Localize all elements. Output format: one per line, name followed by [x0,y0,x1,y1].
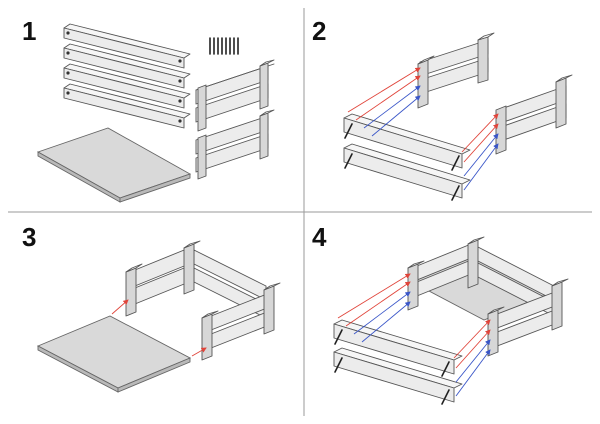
plank-2 [63,43,191,89]
step2-arrow-blue-3 [463,133,499,177]
step3-frame [125,240,281,361]
side-panel-upper [195,59,275,132]
screws-icon [209,37,239,55]
step4-arrow-red-1 [337,273,411,319]
step4-arrow-red-2 [345,281,411,327]
step2-arrow-red-2 [355,75,421,121]
step-2-assembly [343,32,573,201]
step-3-assembly [36,240,281,393]
step2-arrow-blue-1 [363,85,421,129]
step2-arrow-blue-4 [463,143,499,191]
step2-right-panel [495,74,573,155]
step4-arrow-red-4 [455,329,491,369]
step-1-number: 1 [22,16,37,46]
step3-arrow-red-2 [191,347,207,357]
step4-arrow-blue-2 [361,301,411,343]
step4-arrow-blue-3 [455,339,491,383]
step3-base-board [36,315,192,393]
step4-front-plank-upper [333,319,463,377]
plank-4 [63,83,191,129]
step3-arrow-red-1 [111,299,129,315]
step-1-parts [36,23,275,203]
step-2-number: 2 [312,16,327,46]
step-3-number: 3 [22,222,37,252]
step2-arrow-red-1 [347,67,421,113]
side-panel-lower [195,109,275,180]
step-4-assembly [333,236,569,405]
step2-arrow-red-3 [461,113,499,153]
base-board [36,127,192,203]
step4-arrow-blue-1 [353,291,411,335]
step4-box [407,236,569,357]
step4-arrow-red-3 [453,319,491,359]
plank-3 [63,63,191,109]
step2-front-plank-lower [343,143,471,201]
step2-back-panel [417,32,495,109]
step2-arrow-red-4 [463,123,499,163]
step2-arrow-blue-2 [371,95,421,137]
step4-arrow-blue-4 [455,349,491,397]
plank-1 [63,23,191,69]
step-4-number: 4 [312,222,327,252]
step4-front-plank-lower [333,347,463,405]
step2-front-plank-upper [343,113,471,171]
